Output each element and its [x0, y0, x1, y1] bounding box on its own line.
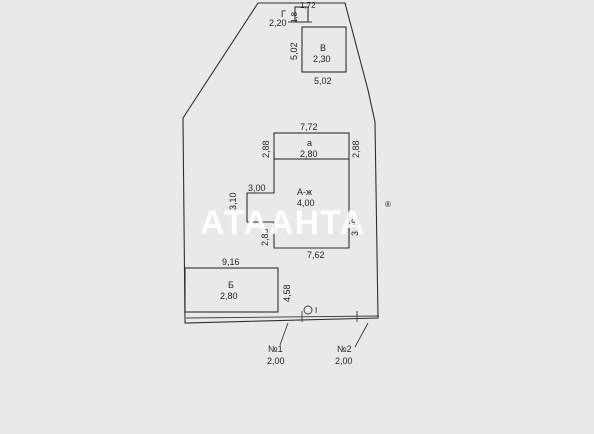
building-g-dim-side: 1,8	[290, 11, 299, 23]
building-b-name: Б	[228, 280, 234, 290]
building-a-small-area: 2,80	[300, 149, 318, 159]
building-b-dim-right: 4,58	[282, 284, 292, 302]
building-a-main-dim-right: 3,06	[350, 218, 360, 236]
building-g-dim-top: 1,72	[300, 1, 316, 10]
fence-1-length: 2,00	[267, 356, 285, 366]
building-v	[301, 26, 347, 73]
watermark-text: АТААНТА	[200, 204, 365, 242]
fence-2-leader	[354, 322, 369, 348]
well-icon	[303, 305, 313, 315]
property-boundary	[182, 2, 379, 324]
building-a-main-dim-left-w: 3,00	[248, 183, 266, 193]
building-b-area: 2,80	[220, 291, 238, 301]
fence-2-length: 2,00	[335, 356, 353, 366]
building-a-main	[246, 158, 350, 249]
building-b-dim-top: 9,16	[222, 257, 240, 267]
building-a-small-dim-left: 2,88	[261, 140, 271, 158]
building-v-name: В	[320, 43, 326, 53]
building-a-main-area: 4,00	[297, 198, 315, 208]
building-a-small-dim-right: 2,88	[351, 140, 361, 158]
building-v-dim-bottom: 5,02	[314, 76, 332, 86]
fence-1-leader	[279, 322, 289, 346]
building-b	[184, 267, 279, 313]
well-symbol: I	[315, 306, 317, 315]
building-a-main-dim-inner: 2,80	[260, 228, 270, 246]
building-a-main-dim-left-h: 3,10	[228, 192, 238, 210]
building-a-main-dim-bottom: 7,62	[307, 250, 325, 260]
building-g-name: Г	[281, 9, 286, 19]
building-v-area: 2,30	[313, 54, 331, 64]
building-a-small-dim-top: 7,72	[300, 122, 318, 132]
building-a-small-name: а	[307, 138, 312, 148]
fence-1-name: №1	[268, 344, 283, 354]
fence-line	[185, 315, 380, 319]
watermark-symbol: ®	[385, 200, 391, 209]
building-v-dim-left: 5,02	[289, 42, 299, 60]
building-a-main-name: А-ж	[297, 187, 312, 197]
building-g-dim-width: 2,20	[269, 18, 287, 28]
fence-2-name: №2	[337, 344, 352, 354]
